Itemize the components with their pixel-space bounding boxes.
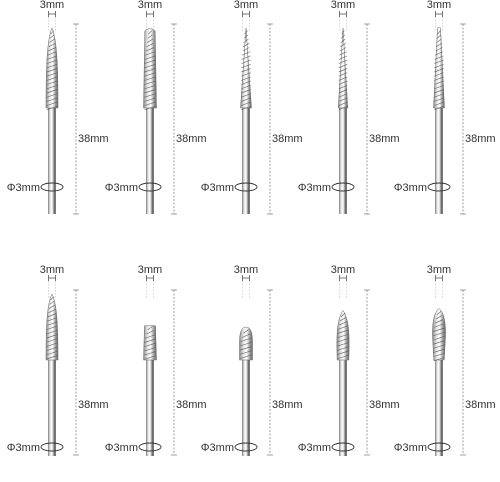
shank-diameter-ring — [331, 442, 355, 452]
shank-diameter-ring — [331, 182, 355, 192]
bit-head — [143, 28, 157, 109]
shank-diameter-label: Φ3mm — [201, 182, 234, 194]
tip-width-label: 3mm — [331, 264, 355, 276]
tip-width-label: 3mm — [234, 264, 258, 276]
shank-diameter-ring — [427, 442, 451, 452]
bit-head — [337, 27, 349, 109]
bit-shank — [242, 358, 250, 456]
flute-texture — [337, 312, 349, 360]
length-label: 38mm — [272, 399, 303, 411]
length-label: 38mm — [78, 399, 109, 411]
shank-diameter-label: Φ3mm — [105, 182, 138, 194]
bit-shank — [48, 106, 56, 214]
tip-width-label: 3mm — [138, 0, 162, 11]
flute-texture — [46, 30, 58, 111]
shank-diameter-ring — [138, 182, 162, 192]
tip-width-label: 3mm — [427, 0, 451, 11]
bit-head — [240, 27, 252, 109]
flute-texture — [46, 296, 58, 360]
bit-shank — [48, 358, 56, 456]
flute-texture — [241, 30, 251, 111]
tip-width-label: 3mm — [331, 0, 355, 11]
shank-diameter-label: Φ3mm — [298, 442, 331, 454]
bit-shank — [146, 106, 154, 214]
length-label: 38mm — [465, 133, 496, 145]
tip-width-label: 3mm — [427, 264, 451, 276]
shank-diameter-ring — [138, 442, 162, 452]
bit-shank — [339, 106, 347, 214]
shank-diameter-label: Φ3mm — [298, 182, 331, 194]
length-label: 38mm — [78, 133, 109, 145]
tip-width-label: 3mm — [234, 0, 258, 11]
shank-diameter-ring — [234, 442, 258, 452]
length-label: 38mm — [369, 133, 400, 145]
flute-texture — [240, 329, 252, 359]
flute-texture — [144, 326, 156, 360]
shank-diameter-ring — [427, 182, 451, 192]
bit-shank — [339, 358, 347, 456]
shank-diameter-label: Φ3mm — [201, 442, 234, 454]
length-label: 38mm — [465, 399, 496, 411]
tip-width-label: 3mm — [40, 0, 64, 11]
tip-width-label: 3mm — [40, 264, 64, 276]
shank-diameter-label: Φ3mm — [394, 182, 427, 194]
length-label: 38mm — [272, 133, 303, 145]
flute-texture — [433, 310, 445, 362]
shank-diameter-ring — [40, 182, 64, 192]
bit-shank — [146, 358, 154, 456]
length-label: 38mm — [176, 133, 207, 145]
tip-width-label: 3mm — [138, 264, 162, 276]
shank-diameter-ring — [234, 182, 258, 192]
bit-shank — [435, 358, 443, 456]
shank-diameter-label: Φ3mm — [7, 442, 40, 454]
shank-diameter-ring — [40, 442, 64, 452]
flute-texture — [434, 30, 444, 111]
bit-shank — [435, 106, 443, 214]
shank-diameter-label: Φ3mm — [7, 182, 40, 194]
bit-head — [45, 27, 59, 109]
bit-shank — [242, 106, 250, 214]
shank-diameter-label: Φ3mm — [394, 442, 427, 454]
flute-texture — [144, 30, 156, 111]
length-label: 38mm — [369, 399, 400, 411]
length-label: 38mm — [176, 399, 207, 411]
flute-texture — [338, 30, 348, 111]
shank-diameter-label: Φ3mm — [105, 442, 138, 454]
